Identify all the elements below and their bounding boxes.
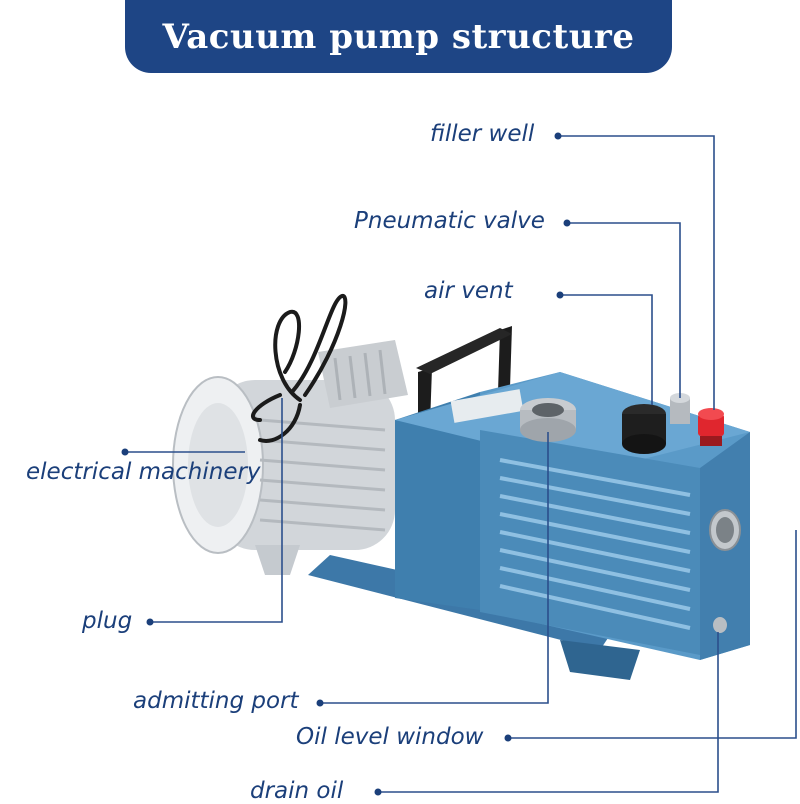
- label-electrical-machinery: electrical machinery: [26, 459, 261, 485]
- oil-level-window: [709, 509, 741, 551]
- label-pneumatic-valve: Pneumatic valve: [354, 208, 545, 234]
- oil-filler-cap: [698, 408, 724, 446]
- label-air-vent: air vent: [424, 278, 513, 304]
- leader-lines: [125, 135, 797, 793]
- label-filler-well: filler well: [430, 121, 535, 147]
- label-drain-oil: drain oil: [250, 778, 344, 804]
- diagram-title: Vacuum pump structure: [162, 16, 635, 57]
- label-admitting-port: admitting port: [133, 688, 299, 714]
- power-cable: [251, 294, 348, 443]
- junction-box: [318, 340, 408, 408]
- leader-dots: [121, 132, 571, 796]
- label-plug: plug: [82, 608, 133, 634]
- drain-plug: [713, 617, 727, 633]
- exhaust-port: [622, 404, 666, 454]
- label-oil-level-window: Oil level window: [296, 724, 484, 750]
- title-banner: Vacuum pump structure: [125, 0, 672, 73]
- base-foot: [560, 640, 640, 680]
- electric-motor: [172, 376, 395, 575]
- intake-port: [520, 398, 576, 442]
